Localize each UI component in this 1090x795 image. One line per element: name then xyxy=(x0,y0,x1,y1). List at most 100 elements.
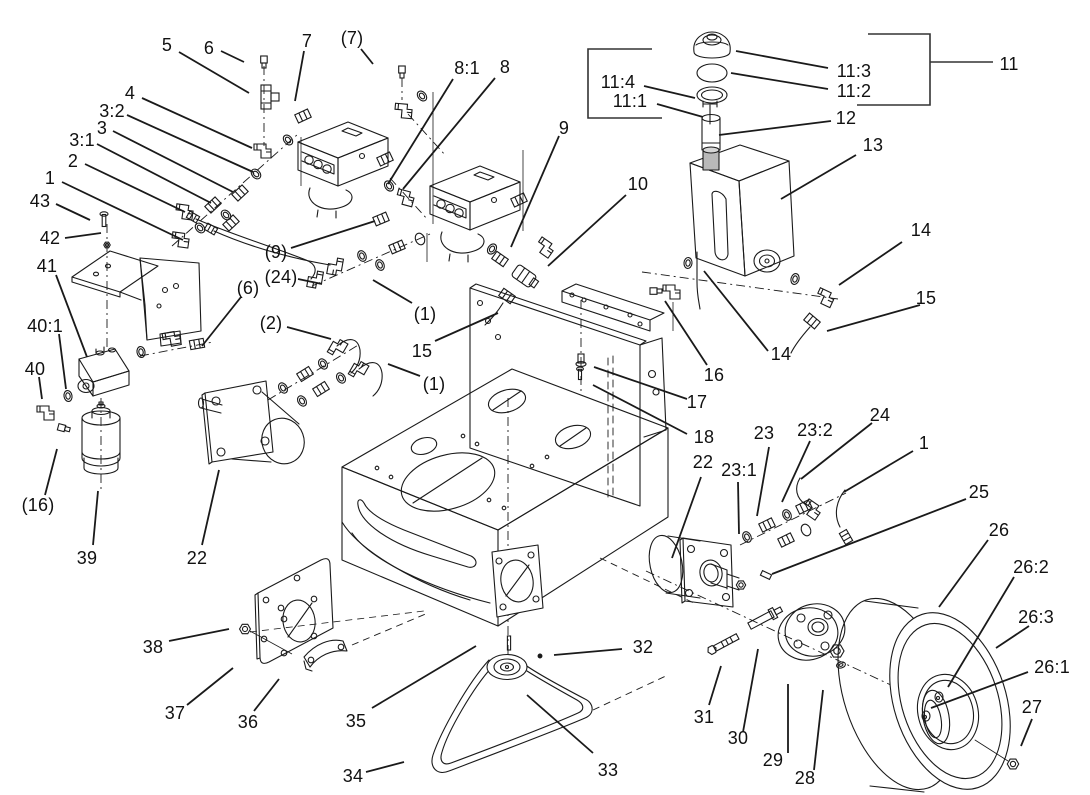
fitting-elbow xyxy=(804,498,821,521)
leader-line xyxy=(781,440,811,503)
leader-line xyxy=(64,232,102,239)
callout-label-35: 35 xyxy=(345,711,367,731)
fitting-oring xyxy=(282,134,294,146)
callout-label-27: 27 xyxy=(1021,697,1043,717)
callout-label-42: 42 xyxy=(39,228,61,248)
fitting-plug xyxy=(260,55,268,69)
valve-block-a-drawing xyxy=(297,121,389,219)
fitting-ring xyxy=(800,523,812,537)
callout-label-2: 2 xyxy=(67,151,79,171)
leader-line xyxy=(84,163,186,213)
belt-idler-drawing xyxy=(431,653,593,773)
callout-label-7: (7) xyxy=(340,28,364,48)
backing-plate-drawing xyxy=(254,558,348,672)
valve-block-b-drawing xyxy=(429,165,521,263)
leader-line-layer xyxy=(38,48,1033,773)
leader-line xyxy=(510,135,560,248)
callout-label-37: 37 xyxy=(164,703,186,723)
callout-label-17: 17 xyxy=(686,392,708,412)
fitting-nutF xyxy=(575,353,587,367)
fitting-oring xyxy=(335,372,347,384)
leader-line xyxy=(61,181,184,241)
callout-label-6: (6) xyxy=(236,278,260,298)
leader-line xyxy=(297,278,323,285)
fitting-hex xyxy=(388,239,406,255)
callout-label-22: 22 xyxy=(692,452,714,472)
callout-label-29: 29 xyxy=(762,750,784,770)
fitting-oring xyxy=(486,243,498,255)
leader-line xyxy=(771,498,967,575)
small-hardware-layer xyxy=(36,55,1020,770)
callout-label-18: 18 xyxy=(693,427,715,447)
leader-line xyxy=(800,422,873,480)
callout-label-6: 6 xyxy=(203,38,215,58)
fitting-elbow xyxy=(36,405,55,421)
callout-label-11: 11 xyxy=(999,54,1019,74)
leader-line xyxy=(671,476,702,559)
fitting-hex xyxy=(311,380,331,398)
callout-label-26-3: 26:3 xyxy=(1018,607,1054,627)
leader-line xyxy=(201,296,242,347)
fitting-elbow xyxy=(161,330,182,347)
leader-line xyxy=(360,48,374,65)
callout-label-24: (24) xyxy=(264,267,298,287)
callout-label-38: 38 xyxy=(142,637,164,657)
fitting-key xyxy=(759,569,773,581)
fitting-elbow xyxy=(537,236,554,259)
cap-group-left xyxy=(587,48,662,119)
fitting-hex xyxy=(838,528,854,546)
fitting-elbow xyxy=(394,102,413,120)
fitting-oring xyxy=(742,531,752,543)
callout-label-14: 14 xyxy=(770,344,792,364)
fitting-oring xyxy=(383,180,395,192)
callout-label-23-1: 23:1 xyxy=(721,460,757,480)
leader-line xyxy=(220,50,245,63)
leader-line xyxy=(44,448,58,496)
callout-label-43: 43 xyxy=(29,191,51,211)
fitting-elbow xyxy=(662,284,681,300)
leader-line xyxy=(387,363,421,377)
fitting-hex xyxy=(758,517,776,533)
fitting-oring xyxy=(357,250,367,262)
leader-line xyxy=(286,326,332,340)
fitting-oring xyxy=(782,509,792,521)
callout-label-40-1: 40:1 xyxy=(27,316,63,336)
callout-bracket-layer xyxy=(587,33,993,119)
callout-label-16: (16) xyxy=(21,495,55,515)
fitting-hex xyxy=(222,214,240,232)
wheel-motor-drawing xyxy=(648,534,740,608)
leader-line xyxy=(38,376,43,400)
fitting-hex xyxy=(795,499,813,515)
fitting-oring xyxy=(683,256,693,270)
filter-assembly-drawing xyxy=(77,346,130,475)
leader-line xyxy=(290,220,376,249)
callout-label-11-3: 11:3 xyxy=(836,61,872,81)
fitting-oring xyxy=(375,259,385,271)
leader-line xyxy=(643,85,696,99)
leader-line xyxy=(664,300,708,366)
fitting-hex xyxy=(510,192,528,208)
callout-label-40: 40 xyxy=(24,359,46,379)
fitting-ring xyxy=(414,232,426,246)
callout-label-11-2: 11:2 xyxy=(836,81,872,101)
leader-line xyxy=(735,50,829,69)
fitting-hex xyxy=(295,365,315,383)
fitting-boltA xyxy=(707,632,740,656)
callout-label-2: (2) xyxy=(259,313,283,333)
leader-line xyxy=(843,450,914,493)
fitting-oring xyxy=(790,273,800,285)
fitting-screwV xyxy=(99,211,109,228)
callout-label-1: 1 xyxy=(44,168,56,188)
leader-line xyxy=(947,576,1015,688)
callout-label-22: 22 xyxy=(186,548,208,568)
fitting-oring xyxy=(136,345,146,359)
fitting-elbow xyxy=(326,257,345,276)
callout-label-9: (9) xyxy=(264,242,288,262)
leader-line xyxy=(253,678,280,712)
leader-line xyxy=(730,72,829,90)
callout-label-3-1: 3:1 xyxy=(69,130,95,150)
callout-label-13: 13 xyxy=(862,135,884,155)
fitting-oring xyxy=(63,389,73,403)
